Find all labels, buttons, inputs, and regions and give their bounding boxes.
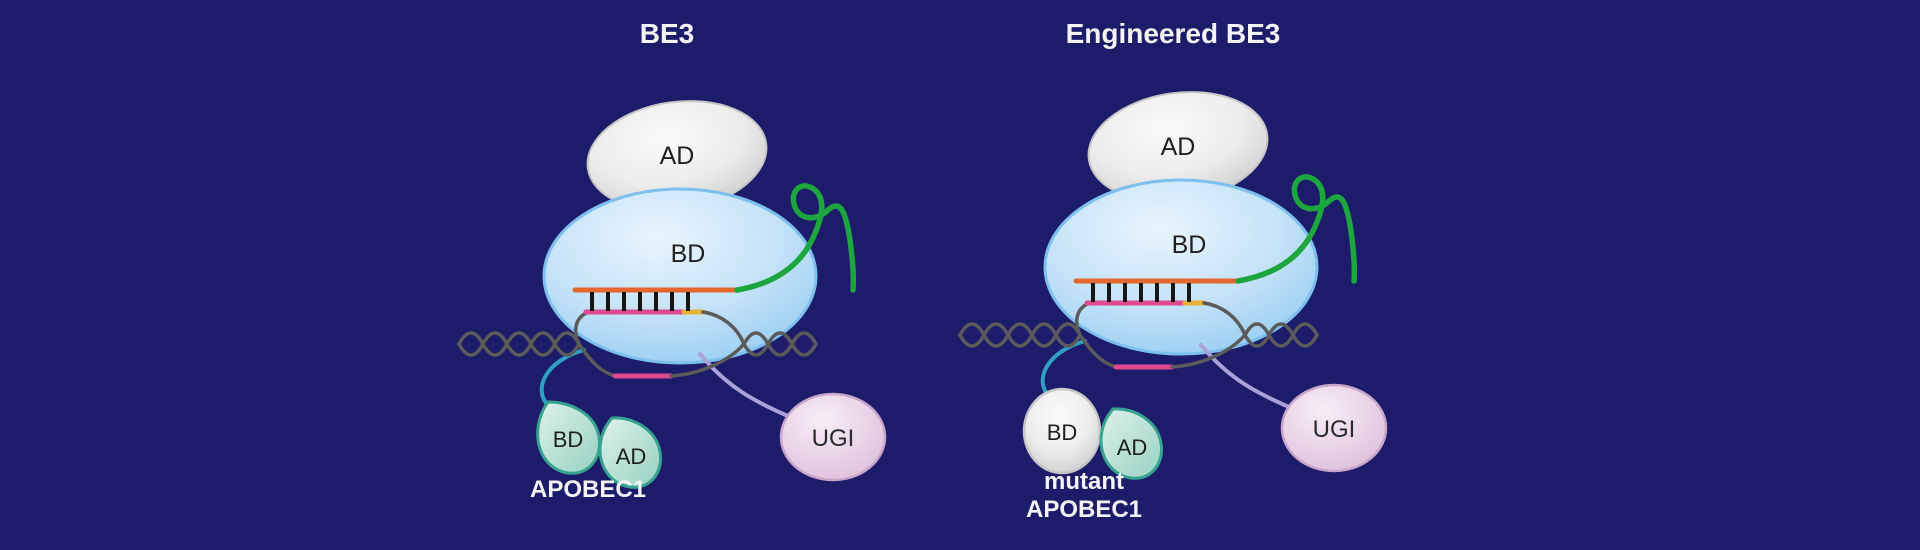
ugi-ellipse	[779, 392, 887, 482]
displaced-strand-connector-left	[577, 342, 617, 378]
be3-diagram: BE3 AD BD BD AD A	[457, 18, 887, 503]
displaced-strand-connector-right	[1170, 333, 1247, 369]
displaced-strand-connector-left	[1078, 333, 1118, 369]
dna-helix-left-strand1	[958, 322, 1082, 348]
apobec-bd-leaf	[536, 400, 601, 475]
ugi-linker	[1199, 343, 1291, 409]
apobec-name-line1: mutant	[1044, 468, 1124, 495]
dna-helix-right-strand1	[742, 331, 818, 357]
sgrna-scaffold	[734, 183, 857, 293]
target-strand-connector-left	[1074, 302, 1089, 337]
apobec-name-line2: APOBEC1	[1026, 496, 1142, 523]
ugi-linker	[698, 352, 790, 418]
ugi-label: UGI	[1313, 416, 1356, 443]
diagram-title: BE3	[640, 18, 694, 49]
target-strand-connector-left	[573, 311, 588, 346]
apobec-ad-label: AD	[616, 444, 647, 469]
sgrna-scaffold	[1235, 174, 1358, 284]
cas9-bd-label: BD	[671, 240, 706, 268]
dna-helix-left-strand1	[457, 331, 581, 357]
engineered-be3-diagram: Engineered BE3 AD BD BD AD mutant APOBEC…	[958, 18, 1388, 523]
apobec-bd-label: BD	[1047, 420, 1078, 445]
apobec-ad-label: AD	[1117, 435, 1148, 460]
cas9-bd-ellipse	[542, 187, 818, 365]
diagram-title: Engineered BE3	[1066, 18, 1281, 49]
apobec-bd-label: BD	[553, 427, 584, 452]
target-strand-connector-right	[1202, 301, 1247, 337]
ugi-ellipse	[1280, 383, 1388, 473]
dna-helix-left-strand2	[958, 322, 1082, 348]
dna-helix-right-strand2	[742, 331, 818, 357]
target-strand-connector-right	[701, 310, 746, 346]
base-pair-ticks	[1091, 283, 1191, 302]
base-pair-ticks	[590, 292, 690, 311]
apobec-ad-leaf	[598, 416, 662, 489]
cas9-ad-label: AD	[660, 142, 695, 170]
dna-helix-right-strand1	[1243, 322, 1319, 348]
cas9-bd-label: BD	[1172, 231, 1207, 259]
dna-helix-left-strand2	[457, 331, 581, 357]
cas9-bd-ellipse	[1043, 178, 1319, 356]
apobec-bd-mutant-ellipse	[1022, 387, 1102, 475]
displaced-strand-connector-right	[669, 342, 746, 378]
apobec-ad-leaf	[1099, 407, 1163, 480]
ugi-label: UGI	[812, 425, 855, 452]
cas9-ad-label: AD	[1161, 133, 1196, 161]
apobec-name: APOBEC1	[530, 476, 646, 503]
dna-helix-right-strand2	[1243, 322, 1319, 348]
